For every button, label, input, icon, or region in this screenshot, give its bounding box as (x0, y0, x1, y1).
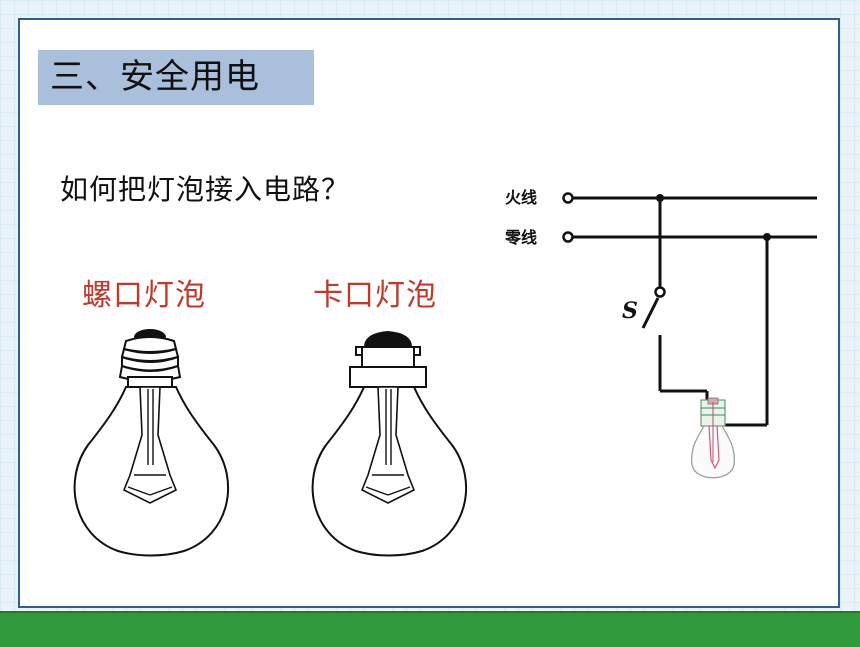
bottom-bar (0, 611, 860, 647)
switch-blade (641, 297, 660, 329)
neutral-wire-label: 零线 (504, 228, 537, 247)
lamp-icon (691, 397, 735, 479)
section-title: 三、安全用电 (38, 50, 314, 105)
neutral-wire-terminal (562, 231, 574, 243)
screw-bulb-label: 螺口灯泡 (82, 278, 206, 313)
bayonet-bulb-illustration (311, 331, 468, 557)
switch-contact (654, 286, 666, 298)
live-wire-terminal (562, 192, 574, 204)
switch-label: S (622, 298, 638, 324)
circuit-diagram: 火线 零线 S (504, 188, 817, 479)
bayonet-bulb-label: 卡口灯泡 (313, 278, 437, 313)
live-wire-label: 火线 (505, 188, 537, 207)
screw-bulb-illustration (73, 329, 230, 557)
question-text: 如何把灯泡接入电路？ (60, 173, 351, 206)
